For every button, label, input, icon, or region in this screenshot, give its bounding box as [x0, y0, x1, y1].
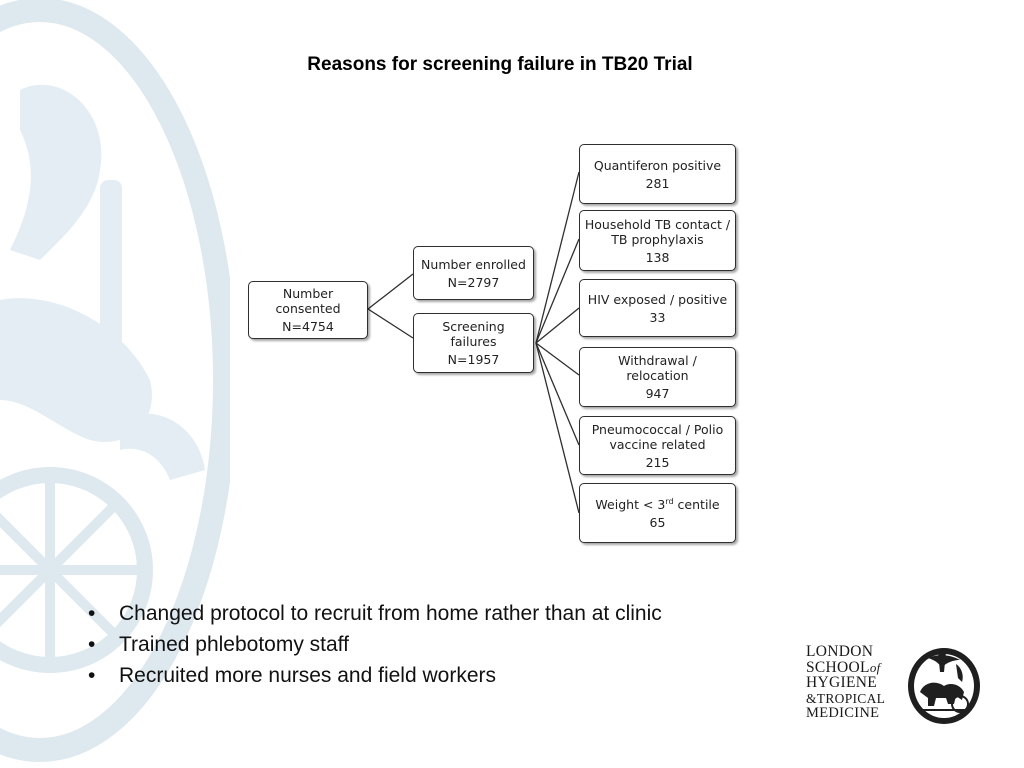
- reason-household-contact-box: Household TB contact / TB prophylaxis 13…: [579, 210, 736, 271]
- connector-consented-failures: [367, 308, 414, 339]
- connector-failures-reason-3: [535, 307, 580, 344]
- consented-box: Number consented N=4754: [248, 281, 368, 339]
- reason-label-sup: rd: [665, 496, 674, 506]
- bullet-item: Recruited more nurses and field workers: [88, 660, 662, 691]
- reason-label-post: centile: [673, 496, 720, 512]
- logo-line: SCHOOLof: [806, 658, 881, 676]
- logo-wordmark: LONDON SCHOOLof HYGIENE &TROPICAL MEDICI…: [806, 644, 885, 722]
- reason-count: 33: [649, 309, 666, 325]
- connector-consented-enrolled: [367, 273, 414, 310]
- reason-weight-box: Weight < 3rd centile 65: [579, 483, 736, 543]
- reason-label: Withdrawal / relocation: [618, 353, 697, 383]
- flow-diagram: Number consented N=4754 Number enrolled …: [240, 135, 750, 555]
- enrolled-count: N=2797: [447, 274, 500, 290]
- logo-of: of: [869, 659, 881, 675]
- failures-label: Screening failures: [442, 319, 505, 349]
- reason-label: HIV exposed / positive: [587, 291, 728, 307]
- connector-failures-reason-1: [535, 171, 580, 344]
- diagram-connectors: [367, 171, 580, 514]
- bullet-item: Changed protocol to recruit from home ra…: [88, 598, 662, 629]
- reason-count: 281: [645, 175, 670, 191]
- logo-line: LONDON: [806, 643, 874, 660]
- reason-quantiferon-box: Quantiferon positive 281: [579, 144, 736, 204]
- reason-label: Quantiferon positive: [593, 157, 722, 173]
- reason-label: Pneumococcal / Polio vaccine related: [591, 421, 724, 452]
- reason-label-pre: Weight < 3: [595, 496, 666, 512]
- reason-count: 947: [645, 386, 670, 401]
- reason-withdrawal-box: Withdrawal / relocation 947: [579, 347, 736, 407]
- bullet-item: Trained phlebotomy staff: [88, 629, 662, 660]
- logo-line: &TROPICAL: [806, 690, 886, 706]
- connector-failures-reason-2: [535, 238, 580, 344]
- connector-failures-reason-5: [535, 342, 580, 446]
- reason-vaccine-box: Pneumococcal / Polio vaccine related 215: [579, 416, 736, 475]
- failures-box: Screening failures N=1957: [413, 313, 534, 373]
- logo-line: MEDICINE: [806, 705, 880, 721]
- connector-failures-reason-4: [535, 342, 580, 376]
- reason-count: 138: [645, 249, 670, 265]
- enrolled-label: Number enrolled: [421, 256, 526, 272]
- reason-label: Household TB contact / TB prophylaxis: [584, 216, 731, 247]
- consented-label: Number consented: [275, 286, 341, 316]
- reason-count: 65: [649, 514, 666, 530]
- reason-label: Weight < 3rd centile: [595, 497, 719, 512]
- lshtm-logo: LONDON SCHOOLof HYGIENE &TROPICAL MEDICI…: [806, 642, 986, 730]
- connector-failures-reason-6: [535, 342, 580, 514]
- consented-count: N=4754: [282, 319, 334, 334]
- reason-count: 215: [645, 454, 670, 470]
- failures-count: N=1957: [447, 352, 500, 367]
- enrolled-box: Number enrolled N=2797: [413, 246, 534, 300]
- crest-icon: [908, 648, 980, 724]
- bullet-list: Changed protocol to recruit from home ra…: [88, 598, 662, 691]
- crest-watermark: [0, 0, 230, 762]
- logo-line: HYGIENE: [806, 674, 877, 691]
- reason-hiv-box: HIV exposed / positive 33: [579, 279, 736, 337]
- slide-title: Reasons for screening failure in TB20 Tr…: [307, 54, 693, 75]
